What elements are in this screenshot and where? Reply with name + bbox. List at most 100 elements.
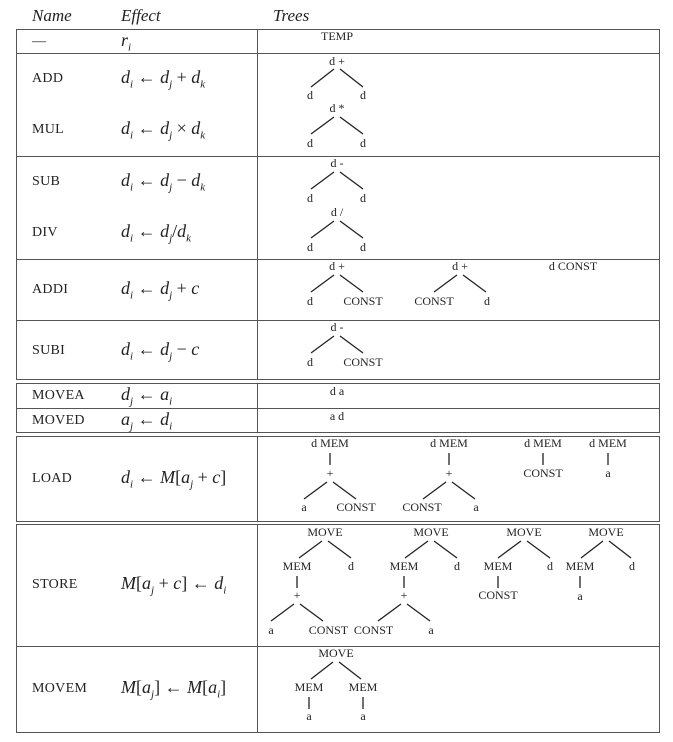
tree-label-const: CONST	[343, 294, 383, 308]
tree-label-d-const: d CONST	[549, 259, 598, 273]
row-divider	[17, 320, 659, 321]
row-effect-addi: di ← dj + c	[121, 278, 200, 302]
tree-label-mem: MEM	[390, 559, 419, 573]
row-divider	[17, 259, 659, 260]
table-group-store: STORE M[aj + c] ← di MOVEM M[aj] ← M[ai]	[16, 524, 660, 733]
tree-label-d-mem: d MEM	[524, 436, 562, 450]
tree-label-move: MOVE	[588, 525, 623, 539]
tree-label-subi-root: d -	[331, 320, 344, 334]
column-divider	[257, 525, 258, 732]
row-effect-movea: dj ← ai	[121, 384, 173, 408]
tree-label-const: CONST	[414, 294, 454, 308]
tree-label-plus: +	[446, 466, 453, 480]
row-name-div: DIV	[32, 225, 58, 240]
row-name-subi: SUBI	[32, 343, 66, 358]
tree-label-d: d	[360, 136, 366, 150]
tree-label-plus: +	[401, 588, 408, 602]
row-name-movea: MOVEA	[32, 388, 85, 403]
row-effect-mul: di ← dj × dk	[121, 118, 206, 142]
tree-label-d-mem: d MEM	[311, 436, 349, 450]
row-effect-movem: M[aj] ← M[ai]	[121, 677, 227, 701]
row-effect-temp: ri	[121, 30, 132, 54]
row-name-mul: MUL	[32, 122, 65, 137]
tree-label-move: MOVE	[506, 525, 541, 539]
row-name-addi: ADDI	[32, 282, 69, 297]
tree-label-move: MOVE	[307, 525, 342, 539]
row-effect-sub: di ← dj − dk	[121, 170, 206, 194]
tree-label-d: d	[307, 240, 313, 254]
tree-label-move: MOVE	[413, 525, 448, 539]
tree-label-sub-root: d -	[331, 156, 344, 170]
tree-label-d: d	[360, 88, 366, 102]
tree-label-a: a	[605, 466, 611, 480]
tree-label-const: CONST	[523, 466, 563, 480]
tree-label-d: d	[307, 294, 313, 308]
column-divider	[257, 30, 258, 379]
row-name-sub: SUB	[32, 174, 61, 189]
tree-label-plus: +	[294, 588, 301, 602]
tree-label-const: CONST	[336, 500, 376, 514]
tree-label-temp: TEMP	[321, 29, 353, 43]
tree-label-mul-root: d *	[330, 101, 345, 115]
header-trees: Trees	[273, 6, 310, 25]
row-name-moved: MOVED	[32, 413, 85, 428]
tree-label-mem: MEM	[349, 680, 378, 694]
row-divider	[17, 646, 659, 647]
row-name-temp: —	[32, 34, 47, 49]
header-name: Name	[32, 6, 72, 25]
tree-label-move: MOVE	[318, 646, 353, 660]
tree-label-const-const: CONST CONST	[309, 623, 394, 637]
tree-label-const: CONST	[478, 588, 518, 602]
tree-label-plus: +	[327, 466, 334, 480]
row-effect-store: M[aj + c] ← di	[121, 573, 227, 597]
tree-label-mem: MEM	[566, 559, 595, 573]
table-group-arith: — ri ADD di ← dj + dk MUL di ← dj × dk S…	[16, 29, 660, 380]
row-effect-load: di ← M[aj + c]	[121, 467, 227, 491]
tree-label-d: d	[484, 294, 490, 308]
tree-label-a: a	[268, 623, 274, 637]
tree-label-d: d	[360, 191, 366, 205]
tree-label-add-root: d +	[329, 54, 345, 68]
tree-label-d-mem: d MEM	[589, 436, 627, 450]
tree-label-d-a: d a	[330, 384, 345, 398]
tree-label-a: a	[473, 500, 479, 514]
row-effect-subi: di ← dj − c	[121, 339, 200, 363]
tree-label-d-mem: d MEM	[430, 436, 468, 450]
tree-label-addi-root: d +	[452, 259, 468, 273]
tree-label-d: d	[307, 355, 313, 369]
tree-label-d: d	[547, 559, 553, 573]
tree-label-d: d	[307, 88, 313, 102]
tree-label-const: CONST	[343, 355, 383, 369]
row-divider	[17, 156, 659, 157]
tree-label-a: a	[577, 589, 583, 603]
tree-label-d: d	[307, 136, 313, 150]
tree-label-a: a	[428, 623, 434, 637]
tree-label-a: a	[306, 709, 312, 723]
tree-label-a: a	[301, 500, 307, 514]
tree-label-d: d	[348, 559, 354, 573]
tree-label-d: d	[454, 559, 460, 573]
tree-label-mem: MEM	[295, 680, 324, 694]
row-name-load: LOAD	[32, 471, 73, 486]
row-name-movem: MOVEM	[32, 681, 88, 696]
header-effect: Effect	[121, 6, 161, 25]
row-effect-div: di ← dj/dk	[121, 221, 192, 245]
row-effect-moved: aj ← di	[121, 409, 173, 433]
tree-label-d: d	[307, 191, 313, 205]
tree-label-const: CONST	[402, 500, 442, 514]
tree-label-addi-root: d +	[329, 259, 345, 273]
row-divider	[17, 53, 659, 54]
row-name-add: ADD	[32, 71, 64, 86]
tree-label-div-root: d /	[331, 205, 344, 219]
tree-label-mem: MEM	[484, 559, 513, 573]
column-divider	[257, 437, 258, 521]
row-effect-add: di ← dj + dk	[121, 67, 206, 91]
row-divider	[17, 408, 659, 409]
table-group-load: LOAD di ← M[aj + c]	[16, 436, 660, 522]
tree-label-d: d	[360, 240, 366, 254]
tree-label-a-d: a d	[330, 409, 344, 423]
table-group-move: MOVEA dj ← ai MOVED aj ← di	[16, 383, 660, 433]
tree-label-mem: MEM	[283, 559, 312, 573]
tree-label-d: d	[629, 559, 635, 573]
